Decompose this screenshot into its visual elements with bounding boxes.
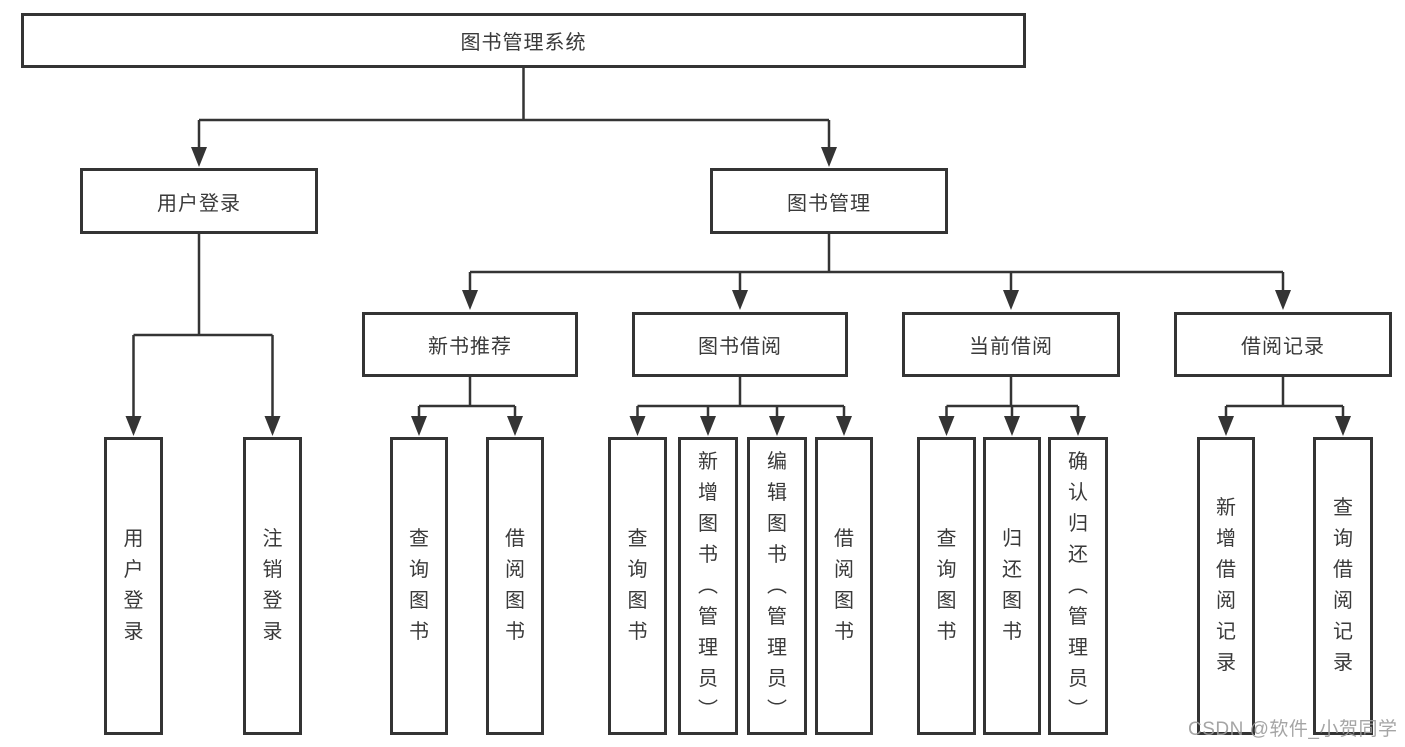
leaf-cb-confirm-return-admin-label: 确认归还︵管理员︶ (1068, 450, 1088, 721)
leaf-bb-add-books-admin: 新增图书︵管理员︶ (678, 437, 738, 735)
leaf-logout: 注销登录 (243, 437, 302, 735)
arrow-down-icon (411, 416, 427, 436)
leaf-cb-confirm-return-admin: 确认归还︵管理员︶ (1048, 437, 1108, 735)
arrowheads (125, 147, 1351, 436)
leaf-user-login-label: 用户登录 (123, 528, 144, 643)
node-book-borrow-label: 图书借阅 (698, 336, 782, 358)
leaf-bb-edit-books-admin: 编辑图书︵管理员︶ (747, 437, 807, 735)
leaf-cb-query-books-label: 查询图书 (936, 528, 957, 643)
arrow-down-icon (700, 416, 716, 436)
arrow-down-icon (1003, 290, 1019, 310)
leaf-user-login: 用户登录 (104, 437, 163, 735)
leaf-nb-query-books-label: 查询图书 (409, 528, 429, 643)
node-root-label: 图书管理系统 (460, 32, 587, 54)
leaf-nb-query-books: 查询图书 (390, 437, 448, 735)
leaf-bb-edit-books-admin-label: 编辑图书︵管理员︶ (767, 450, 787, 721)
arrow-down-icon (732, 290, 748, 310)
arrow-down-icon (264, 416, 281, 436)
node-new-book-recommend-label: 新书推荐 (428, 336, 512, 358)
leaf-bb-query-books: 查询图书 (608, 437, 667, 735)
arrow-down-icon (1275, 290, 1291, 310)
node-book-borrow: 图书借阅 (632, 312, 848, 377)
arrow-down-icon (836, 416, 852, 436)
arrow-down-icon (191, 147, 207, 167)
watermark: CSDN @软件_小贺同学 (1188, 719, 1398, 740)
node-current-borrow: 当前借阅 (902, 312, 1120, 377)
node-book-management: 图书管理 (710, 168, 948, 234)
arrow-down-icon (629, 416, 646, 436)
arrow-down-icon (1070, 416, 1086, 436)
leaf-logout-label: 注销登录 (262, 528, 283, 643)
arrow-down-icon (462, 290, 478, 310)
leaf-cb-return-books-label: 归还图书 (1002, 528, 1022, 643)
leaf-nb-borrow-books-label: 借阅图书 (505, 528, 525, 643)
arrow-down-icon (1218, 416, 1234, 436)
leaf-bb-query-books-label: 查询图书 (627, 528, 648, 643)
arrow-down-icon (821, 147, 837, 167)
arrow-down-icon (938, 416, 955, 436)
leaf-br-query-record: 查询借阅记录 (1313, 437, 1373, 735)
arrow-down-icon (769, 416, 785, 436)
leaf-bb-borrow-books: 借阅图书 (815, 437, 873, 735)
node-book-management-label: 图书管理 (787, 192, 871, 215)
node-borrow-records-label: 借阅记录 (1241, 336, 1325, 358)
node-current-borrow-label: 当前借阅 (969, 336, 1053, 358)
node-root: 图书管理系统 (21, 13, 1026, 68)
arrow-down-icon (125, 416, 142, 436)
arrow-down-icon (1004, 416, 1020, 436)
node-new-book-recommend: 新书推荐 (362, 312, 578, 377)
arrow-down-icon (507, 416, 523, 436)
leaf-cb-query-books: 查询图书 (917, 437, 976, 735)
leaf-br-add-record: 新增借阅记录 (1197, 437, 1255, 735)
node-borrow-records: 借阅记录 (1174, 312, 1392, 377)
leaf-br-add-record-label: 新增借阅记录 (1216, 497, 1236, 674)
node-user-login-label: 用户登录 (157, 192, 241, 215)
leaf-cb-return-books: 归还图书 (983, 437, 1041, 735)
leaf-br-query-record-label: 查询借阅记录 (1333, 497, 1353, 674)
tree-edges (132, 68, 1345, 418)
arrow-down-icon (1335, 416, 1351, 436)
leaf-bb-borrow-books-label: 借阅图书 (834, 528, 854, 643)
node-user-login: 用户登录 (80, 168, 318, 234)
leaf-nb-borrow-books: 借阅图书 (486, 437, 544, 735)
leaf-bb-add-books-admin-label: 新增图书︵管理员︶ (698, 450, 718, 721)
